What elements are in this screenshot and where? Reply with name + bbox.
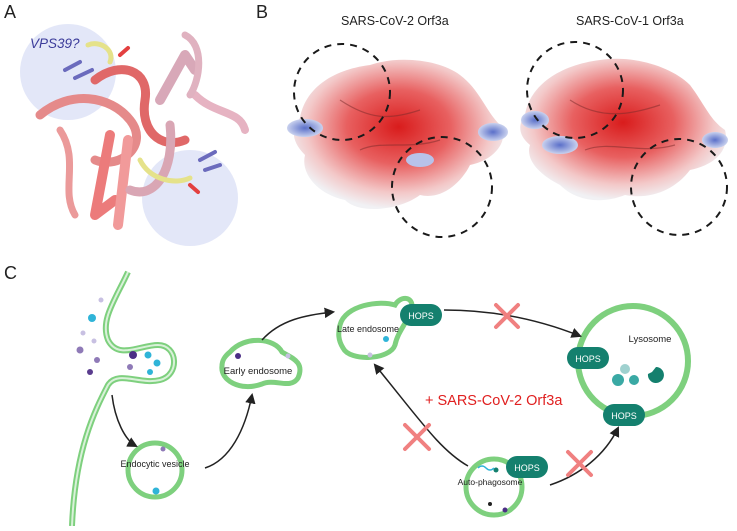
late-endosome-label: Late endosome <box>337 324 399 334</box>
arrow-membrane-to-vesicle <box>111 394 138 448</box>
vps39-label: VPS39? <box>30 36 80 51</box>
surface-title-sars-cov-2: SARS-CoV-2 Orf3a <box>341 14 449 28</box>
surface-sars-cov-2 <box>287 43 508 238</box>
enzyme-icon <box>647 367 664 383</box>
autophagosome-label: Auto-phagosome <box>458 477 523 487</box>
arrow-vesicle-to-early-endosome <box>204 392 256 469</box>
arrow-autophagosome-to-lysosome <box>549 426 620 486</box>
binding-site-circle-bottom <box>142 150 238 246</box>
early-endosome-label: Early endosome <box>224 366 293 377</box>
autophagosome: Auto-phagosome HOPS <box>458 456 548 518</box>
hops-complex-lysosome-bottom: HOPS <box>603 404 645 426</box>
panel-b: B SARS-CoV-2 Orf3a SARS-CoV-1 Orf3a <box>256 2 728 238</box>
arrow-early-to-late-endosome <box>261 307 336 341</box>
lysosome-label: Lysosome <box>629 334 672 345</box>
panel-a-letter: A <box>4 2 16 22</box>
hops-complex-late-endosome: HOPS <box>400 304 442 326</box>
surface-title-sars-cov-1: SARS-CoV-1 Orf3a <box>576 14 684 28</box>
block-cross-left <box>403 423 431 451</box>
hops-label: HOPS <box>514 463 540 473</box>
hops-complex-autophagosome: HOPS <box>506 456 548 478</box>
panel-b-letter: B <box>256 2 268 22</box>
ribbon-structure <box>35 31 249 230</box>
early-endosome: Early endosome <box>219 337 303 390</box>
arrow-late-endosome-to-lysosome <box>443 309 582 338</box>
late-endosome: Late endosome HOPS <box>336 295 442 360</box>
hops-label: HOPS <box>408 311 434 321</box>
condition-label: + SARS-CoV-2 Orf3a <box>425 393 563 409</box>
lysosome: Lysosome HOPS HOPS <box>567 303 691 426</box>
block-cross-right <box>566 450 593 477</box>
endocytic-vesicle-label: Endocytic vesicle <box>120 459 189 469</box>
panel-c-letter: C <box>4 263 17 283</box>
surface-sars-cov-1 <box>520 41 728 236</box>
panel-a: A VPS39? <box>4 2 249 246</box>
hops-label: HOPS <box>575 354 601 364</box>
hops-label: HOPS <box>611 411 637 421</box>
panel-c: C Endocytic vesicle <box>4 263 691 527</box>
hops-complex-lysosome-left: HOPS <box>567 347 609 369</box>
arrow-autophagosome-to-late-endosome <box>373 363 469 467</box>
cargo-particles <box>76 297 161 375</box>
block-cross-top <box>494 303 520 329</box>
trafficking-arrows <box>111 307 620 486</box>
endocytic-vesicle: Endocytic vesicle <box>120 440 190 500</box>
